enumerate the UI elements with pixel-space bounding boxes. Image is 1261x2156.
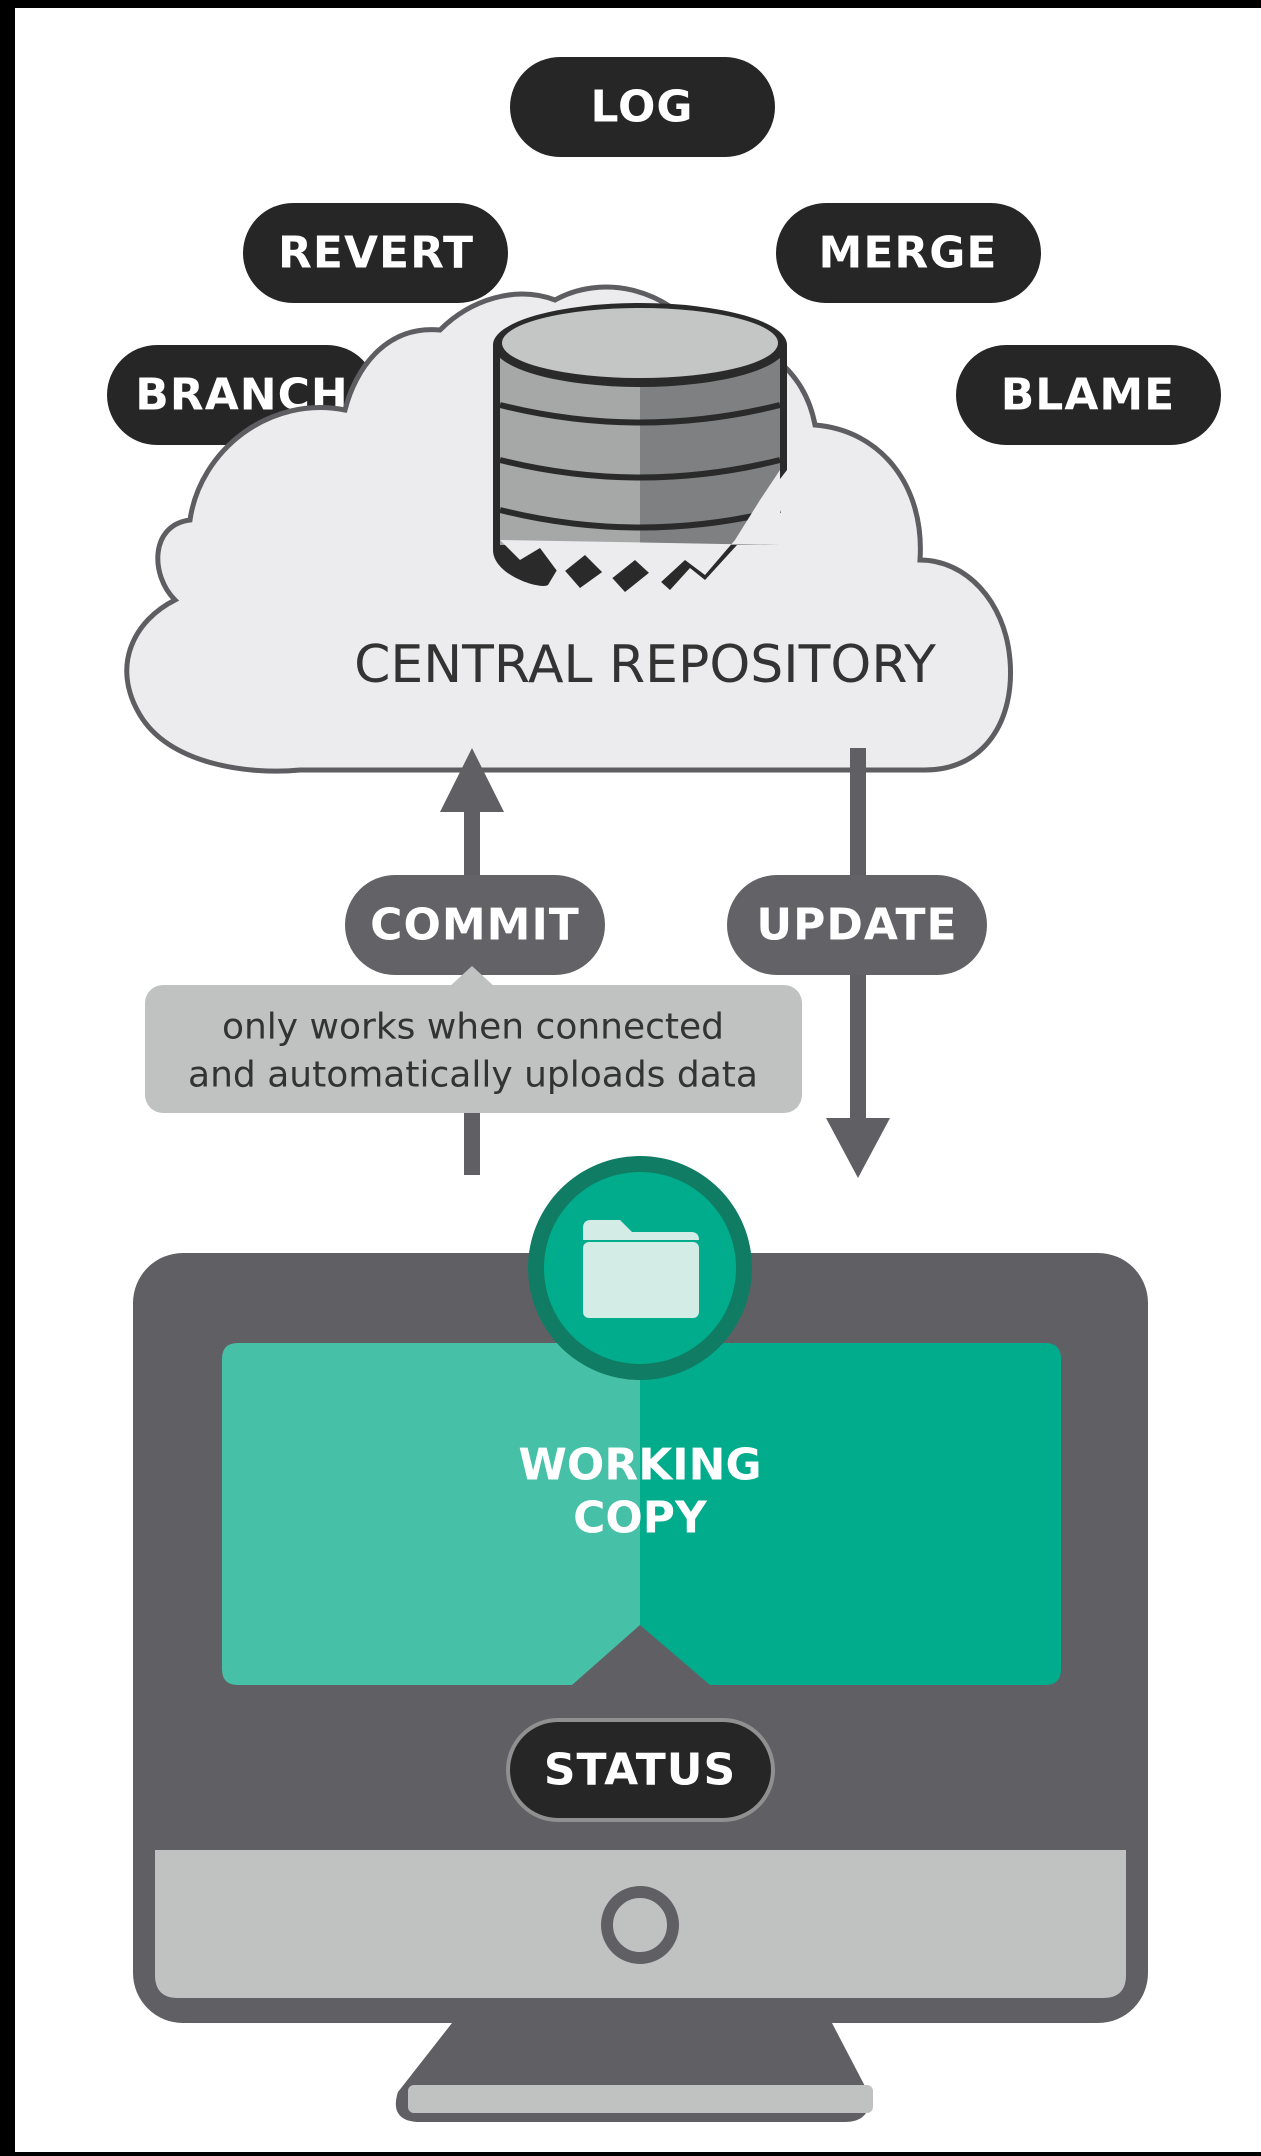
commit-note-line2: and automatically uploads data: [188, 1055, 758, 1096]
commit-note: only works when connected and automatica…: [145, 966, 802, 1113]
commit-label: COMMIT: [370, 900, 580, 951]
database-icon: [493, 303, 787, 592]
blame-label: BLAME: [1001, 370, 1175, 421]
revert-label: REVERT: [278, 228, 474, 279]
log-pill: LOG: [510, 57, 775, 157]
merge-pill: MERGE: [776, 203, 1041, 303]
log-label: LOG: [591, 82, 694, 133]
working-copy-line1: WORKING: [518, 1440, 761, 1491]
working-copy-line2: COPY: [573, 1493, 708, 1544]
update-pill: UPDATE: [727, 875, 987, 975]
status-pill: STATUS: [506, 1718, 775, 1822]
folder-icon: [583, 1220, 699, 1318]
monitor-chin: [155, 1850, 1126, 1998]
folder-badge: [528, 1156, 752, 1380]
commit-pill: COMMIT: [345, 875, 605, 975]
screen: [222, 1343, 1061, 1685]
merge-label: MERGE: [819, 228, 998, 279]
monitor-base: [408, 2085, 873, 2113]
blame-pill: BLAME: [956, 345, 1221, 445]
status-label: STATUS: [544, 1745, 736, 1796]
power-button-icon: [601, 1886, 679, 1964]
revert-pill: REVERT: [243, 203, 508, 303]
update-label: UPDATE: [756, 900, 957, 951]
central-repository-label: CENTRAL REPOSITORY: [354, 635, 936, 695]
commit-note-line1: only works when connected: [222, 1007, 724, 1048]
